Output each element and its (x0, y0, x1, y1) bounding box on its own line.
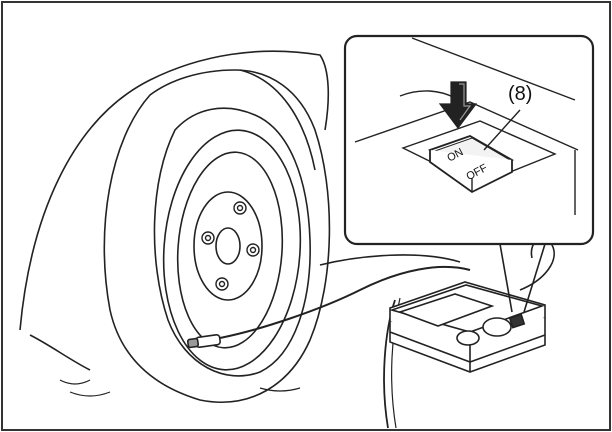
compressor (389, 281, 546, 373)
valve-connector (186, 333, 221, 349)
callout-box: ON OFF (8) (343, 34, 595, 246)
fender-line (19, 50, 330, 331)
callout-leader (499, 243, 546, 313)
lug-nuts (201, 201, 260, 291)
on-off-switch: ON OFF (427, 135, 514, 194)
tire (19, 50, 331, 403)
callout-number-label: (8) (508, 83, 532, 105)
label-leader-line (483, 109, 521, 151)
compressor-switch (508, 313, 526, 329)
press-arrow-icon (438, 81, 478, 129)
